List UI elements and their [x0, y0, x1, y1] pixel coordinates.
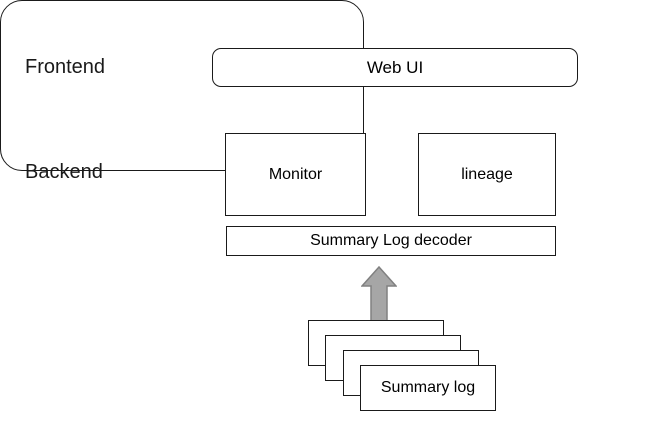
up-arrow-icon: [361, 266, 397, 326]
node-lineage[interactable]: lineage: [418, 133, 556, 216]
node-web-ui-label: Web UI: [366, 57, 424, 77]
list-item[interactable]: Summary log: [360, 365, 496, 411]
tier-label-backend: Backend: [25, 161, 103, 183]
log-card-label: Summary log: [380, 379, 476, 396]
node-summary-log-decoder-label: Summary Log decoder: [310, 232, 472, 249]
node-web-ui[interactable]: Web UI: [212, 48, 578, 87]
node-monitor[interactable]: Monitor: [225, 133, 366, 216]
node-summary-log-decoder[interactable]: Summary Log decoder: [226, 226, 556, 256]
tier-label-frontend: Frontend: [25, 56, 106, 78]
node-lineage-label: lineage: [461, 165, 513, 183]
node-monitor-label: Monitor: [268, 165, 323, 183]
